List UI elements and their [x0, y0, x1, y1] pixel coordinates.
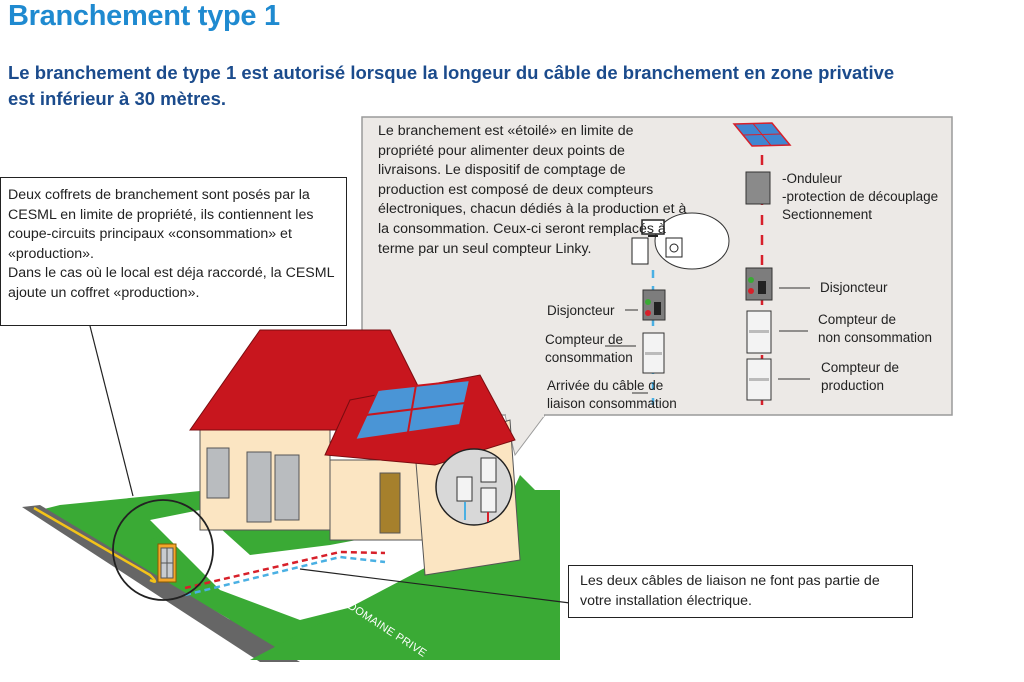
bottom-callout: Les deux câbles de liaison ne font pas p…: [568, 565, 913, 618]
breaker-production: [745, 267, 773, 301]
solar-panel-icon: [732, 122, 792, 147]
label-disjoncteur-production: Disjoncteur: [820, 280, 888, 295]
label-compteur-conso-1: Compteur de: [545, 332, 624, 347]
label-protection: -protection de découplage: [782, 189, 939, 204]
page-subtitle: Le branchement de type 1 est autorisé lo…: [8, 62, 895, 109]
label-non-conso-2: non consommation: [818, 330, 933, 345]
consumption-link-cable: [184, 555, 386, 597]
label-production-1: Compteur de: [821, 360, 900, 375]
detail-panel-text: Le branchement est «étoilé» en limite de…: [378, 123, 687, 257]
left-callout-pointer: [89, 325, 134, 497]
label-production-2: production: [821, 378, 885, 393]
house-meter-magnifier: [435, 448, 513, 526]
connection-cabinet-icon: [157, 543, 177, 583]
left-callout-text: Deux coffrets de branchement sont posés …: [8, 187, 334, 301]
page-title: Branchement type 1: [8, 0, 280, 32]
inverter-box: [745, 171, 771, 205]
breaker-consumption: [642, 289, 666, 321]
label-onduleur: -Onduleur: [782, 171, 843, 186]
road-public: [22, 505, 300, 662]
label-disjoncteur-consommation: Disjoncteur: [547, 303, 615, 318]
illustration: [22, 116, 953, 662]
label-compteur-conso-2: consommation: [545, 350, 633, 365]
bottom-callout-text: Les deux câbles de liaison ne font pas p…: [580, 573, 880, 609]
bottom-callout-pointer: [299, 568, 571, 604]
magnifier-circle: [112, 499, 214, 601]
door: [379, 472, 401, 534]
label-non-conso-1: Compteur de: [818, 312, 897, 327]
left-callout: Deux coffrets de branchement sont posés …: [0, 177, 347, 326]
label-arrivee-1: Arrivée du câble de: [547, 378, 664, 393]
appliances-icon: [631, 212, 730, 270]
meter-production: [746, 358, 772, 401]
label-sectionnement: Sectionnement: [782, 207, 873, 222]
production-link-cable: [184, 550, 386, 590]
meter-consumption: [642, 332, 665, 374]
label-arrivee-2: liaison consommation: [547, 396, 677, 411]
meter-non-consumption: [746, 310, 772, 354]
